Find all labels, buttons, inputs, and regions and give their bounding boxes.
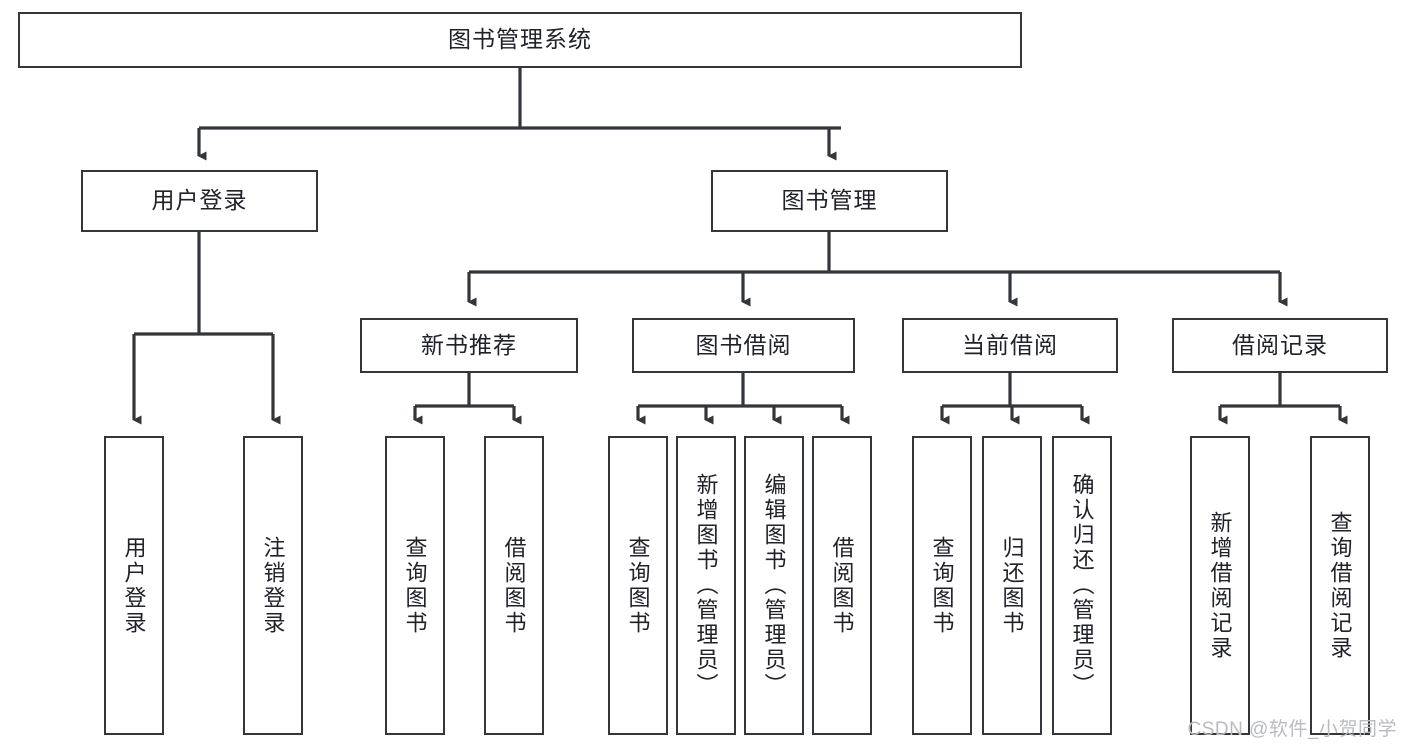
node-leaf-query-record[interactable]: 查询借阅记录 bbox=[1310, 436, 1370, 735]
node-leaf-user-logout-label: 注销登录 bbox=[260, 535, 286, 636]
node-leaf-edit-book-label: 编辑图书（管理员） bbox=[761, 473, 787, 698]
node-leaf-query-book-1-label: 查询图书 bbox=[402, 535, 428, 636]
node-leaf-add-book-label: 新增图书（管理员） bbox=[693, 473, 719, 698]
node-leaf-query-book-1[interactable]: 查询图书 bbox=[385, 436, 445, 735]
node-user-login-label: 用户登录 bbox=[151, 187, 248, 214]
node-new-book-rec[interactable]: 新书推荐 bbox=[360, 318, 578, 373]
node-leaf-user-logout[interactable]: 注销登录 bbox=[243, 436, 303, 735]
node-leaf-query-book-3-label: 查询图书 bbox=[929, 535, 955, 636]
node-leaf-confirm-return[interactable]: 确认归还（管理员） bbox=[1052, 436, 1112, 735]
node-root[interactable]: 图书管理系统 bbox=[18, 12, 1022, 68]
node-leaf-query-book-2-label: 查询图书 bbox=[625, 535, 651, 636]
node-current-borrow-label: 当前借阅 bbox=[962, 331, 1058, 358]
node-leaf-borrow-book-2-label: 借阅图书 bbox=[829, 535, 855, 636]
node-leaf-edit-book[interactable]: 编辑图书（管理员） bbox=[744, 436, 804, 735]
node-leaf-add-record[interactable]: 新增借阅记录 bbox=[1190, 436, 1250, 735]
node-leaf-user-login[interactable]: 用户登录 bbox=[104, 436, 164, 735]
node-leaf-return-book[interactable]: 归还图书 bbox=[982, 436, 1042, 735]
node-leaf-query-book-3[interactable]: 查询图书 bbox=[912, 436, 972, 735]
node-leaf-confirm-return-label: 确认归还（管理员） bbox=[1069, 473, 1095, 698]
node-leaf-borrow-book-2[interactable]: 借阅图书 bbox=[812, 436, 872, 735]
node-borrow-record[interactable]: 借阅记录 bbox=[1172, 318, 1388, 373]
node-leaf-add-book[interactable]: 新增图书（管理员） bbox=[676, 436, 736, 735]
node-book-borrow[interactable]: 图书借阅 bbox=[632, 318, 855, 373]
node-leaf-user-login-label: 用户登录 bbox=[121, 535, 147, 636]
node-leaf-return-book-label: 归还图书 bbox=[999, 535, 1025, 636]
node-leaf-add-record-label: 新增借阅记录 bbox=[1207, 510, 1233, 661]
node-new-book-rec-label: 新书推荐 bbox=[421, 331, 517, 358]
node-leaf-query-book-2[interactable]: 查询图书 bbox=[608, 436, 668, 735]
node-book-manage[interactable]: 图书管理 bbox=[711, 170, 948, 232]
node-leaf-borrow-book-1-label: 借阅图书 bbox=[501, 535, 527, 636]
node-leaf-query-record-label: 查询借阅记录 bbox=[1327, 510, 1353, 661]
node-root-label: 图书管理系统 bbox=[448, 26, 592, 53]
node-book-borrow-label: 图书借阅 bbox=[695, 331, 792, 358]
node-leaf-borrow-book-1[interactable]: 借阅图书 bbox=[484, 436, 544, 735]
node-book-manage-label: 图书管理 bbox=[781, 187, 878, 214]
node-user-login[interactable]: 用户登录 bbox=[81, 170, 318, 232]
node-current-borrow[interactable]: 当前借阅 bbox=[902, 318, 1118, 373]
node-borrow-record-label: 借阅记录 bbox=[1232, 331, 1328, 358]
